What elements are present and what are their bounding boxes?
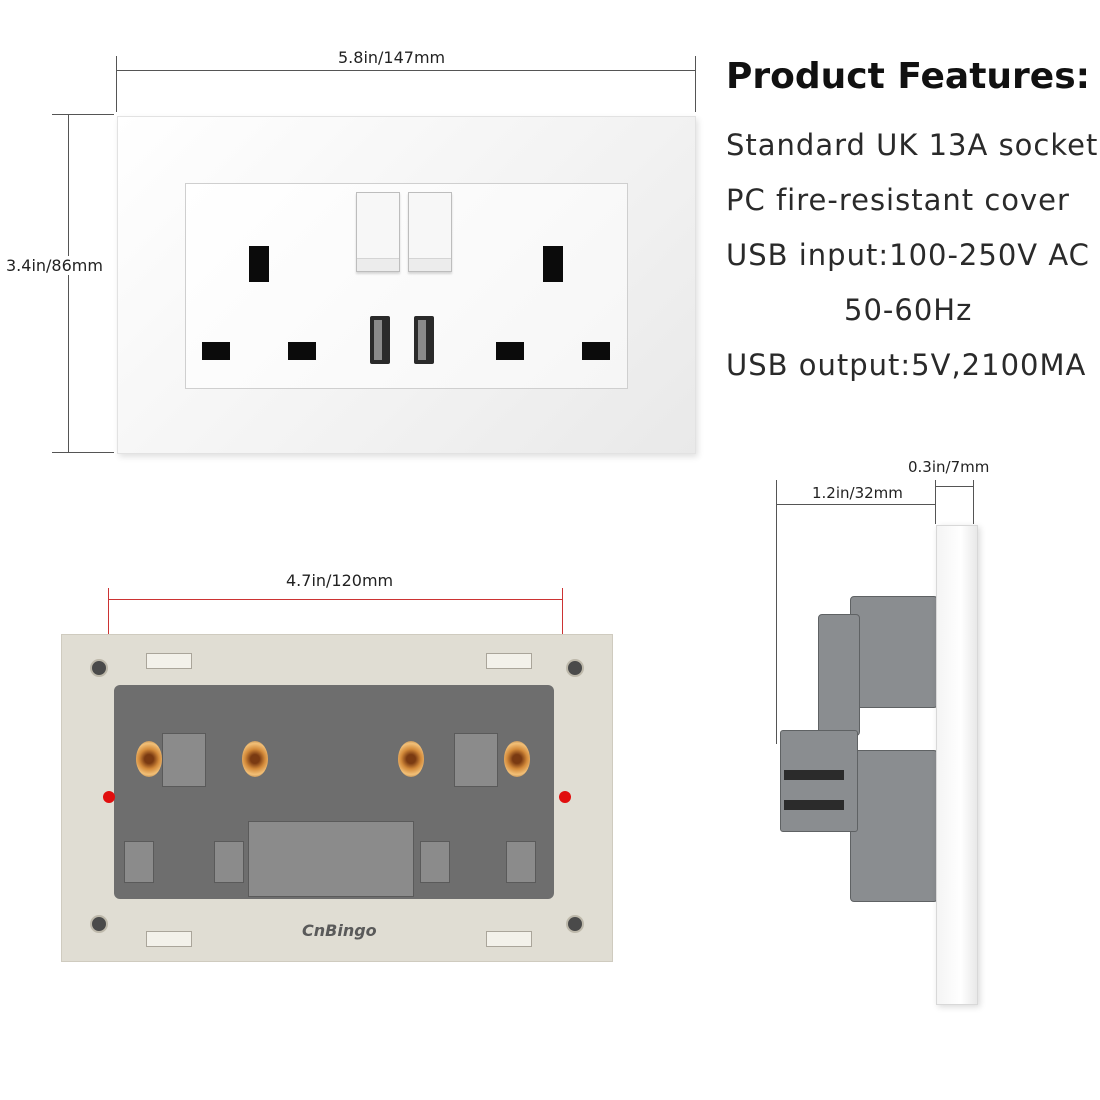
front-height-tick-bottom [52,452,114,453]
feature-usb-input: USB input:100-250V AC [726,238,1090,272]
feature-cover: PC fire-resistant cover [726,183,1070,217]
front-width-label: 5.8in/147mm [338,48,446,67]
corner-hole-bottom-right [566,915,584,933]
terminal-screw-4 [504,741,530,777]
side-terminal-slot-2 [784,800,844,810]
mount-clip-top-left [146,653,192,669]
side-plate-line [935,486,974,487]
socket-side-faceplate [936,525,978,1005]
right-live-slot [496,342,524,360]
side-depth-label: 1.2in/32mm [812,484,903,502]
side-plate-tick-right [973,480,974,524]
feature-socket: Standard UK 13A socket [726,128,1099,162]
feature-usb-output: USB output:5V,2100MA [726,348,1087,382]
side-housing-upper [850,596,938,708]
front-width-tick-right [695,56,696,112]
side-terminal-slot-1 [784,770,844,780]
front-width-tick-left [116,56,117,112]
left-neutral-slot [288,342,316,360]
terminal-block-earth-right [454,733,498,787]
mount-clip-bottom-right [486,931,532,947]
mount-marker-right [559,791,571,803]
mount-clip-bottom-left [146,931,192,947]
terminal-screw-2 [242,741,268,777]
feature-frequency: 50-60Hz [844,293,973,327]
left-rocker-switch [356,192,400,272]
socket-inner-panel [185,183,628,389]
left-earth-slot [249,246,269,282]
terminal-screw-1 [136,741,162,777]
usb-port-right [414,316,434,364]
terminal-screw-3 [398,741,424,777]
corner-hole-top-right [566,659,584,677]
lower-block-3 [420,841,450,883]
right-rocker-switch [408,192,452,272]
mount-clip-top-right [486,653,532,669]
lower-block-1 [124,841,154,883]
right-earth-slot [543,246,563,282]
back-spacing-line [108,599,563,600]
features-title: Product Features: [726,56,1091,97]
front-width-line [116,70,696,71]
terminal-block-earth-left [162,733,206,787]
side-housing-lower [850,750,938,902]
side-depth-line [776,504,936,505]
side-housing-back [818,614,860,736]
side-depth-tick-left [776,480,777,744]
front-height-label: 3.4in/86mm [4,256,105,275]
mount-marker-left [103,791,115,803]
back-spacing-label: 4.7in/120mm [286,571,394,590]
left-live-slot [202,342,230,360]
usb-module-cover [248,821,414,897]
socket-back-plate: CnBingo [61,634,613,962]
corner-hole-bottom-left [90,915,108,933]
right-neutral-slot [582,342,610,360]
lower-block-4 [506,841,536,883]
usb-port-left [370,316,390,364]
side-terminal-block [780,730,858,832]
front-height-tick-top [52,114,114,115]
lower-block-2 [214,841,244,883]
front-height-line [68,114,69,452]
side-depth-tick-mid [935,480,936,524]
side-plate-label: 0.3in/7mm [908,458,990,476]
socket-front-plate [117,116,696,454]
back-housing [114,685,554,899]
corner-hole-top-left [90,659,108,677]
brand-logo: CnBingo [302,921,377,940]
